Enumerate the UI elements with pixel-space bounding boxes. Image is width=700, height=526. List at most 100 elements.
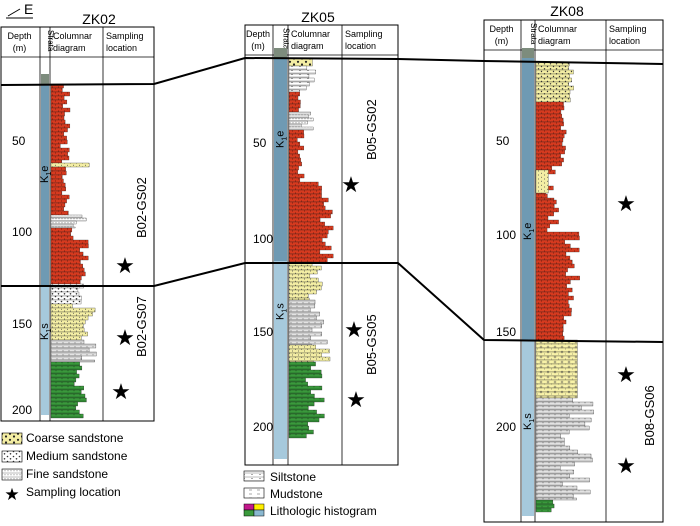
header-columnar: Columnar <box>291 29 330 39</box>
lithology-bar <box>535 507 552 513</box>
depth-tick-200: 200 <box>496 420 516 434</box>
depth-tick-50: 50 <box>496 134 510 148</box>
lithology-bar <box>535 69 574 75</box>
lithology-bar <box>288 413 325 419</box>
lithology-bar <box>50 111 65 117</box>
lithology-bar <box>288 331 322 337</box>
lithology-bar <box>535 133 565 139</box>
lithology-bar <box>535 193 548 199</box>
lithology-bar <box>50 99 68 105</box>
lithology-bar <box>50 202 66 208</box>
lithology-bar <box>535 311 572 317</box>
lithology-bar <box>50 319 86 325</box>
lithology-bar <box>50 220 77 225</box>
lithology-bar <box>50 214 83 219</box>
lithology-bar <box>50 210 69 216</box>
lithology-bar <box>288 209 333 215</box>
strata-label-1: K1s <box>522 413 536 430</box>
lithology-bar <box>535 207 559 213</box>
lithology-bar <box>535 371 578 377</box>
lithology-bar <box>288 289 317 295</box>
lithology-bar <box>535 203 555 209</box>
lithology-bar <box>288 433 307 439</box>
lithology-bar <box>50 231 71 237</box>
lithology-bar <box>50 267 85 273</box>
lithology-bar <box>535 363 578 369</box>
borehole-frame <box>483 19 664 523</box>
lithology-bar <box>535 101 564 107</box>
lithology-bar <box>535 113 562 119</box>
lithology-bar <box>535 137 564 143</box>
lithology-bar <box>50 389 82 395</box>
lithology-bar <box>50 217 87 222</box>
lithology-bar <box>535 473 570 479</box>
lithology-bar <box>535 367 578 373</box>
lithology-bar <box>288 249 321 255</box>
sampling-star-icon: ★ <box>346 387 366 412</box>
lithology-bar <box>535 469 574 475</box>
lithology-bar <box>535 161 562 167</box>
lithology-bar <box>288 385 323 391</box>
lithology-bar <box>535 267 568 273</box>
lithology-bar <box>535 395 578 399</box>
lithology-bar <box>50 251 84 257</box>
lithology-bar <box>535 231 580 237</box>
lithology-bar <box>535 117 564 123</box>
lithology-bar <box>288 149 299 155</box>
lithology-bar <box>535 493 574 499</box>
lithology-bar <box>288 161 302 167</box>
lithology-bar <box>288 381 308 387</box>
lithology-bar <box>535 165 553 171</box>
lithology-bar <box>50 198 67 204</box>
lithology-bar <box>50 279 81 285</box>
lithology-bar <box>288 77 315 83</box>
lithology-bar <box>288 126 314 131</box>
lithology-bar <box>288 299 316 305</box>
lithology-bar <box>50 186 66 192</box>
strata-label-1: K1s <box>275 303 289 320</box>
lithology-bar <box>288 85 307 91</box>
strata-unit-e <box>41 74 49 287</box>
borehole-title: ZK08 <box>550 3 584 19</box>
lithology-bar <box>288 237 323 243</box>
lithology-bar <box>50 139 68 145</box>
lithology-bar <box>288 417 320 423</box>
lithology-bar <box>50 247 80 253</box>
lithology-bar <box>535 197 555 201</box>
lithology-bar <box>50 373 80 379</box>
sampling-star-icon: ★ <box>111 379 131 404</box>
lithology-bar <box>288 213 331 219</box>
lithology-bar <box>535 85 574 91</box>
lithology-bar <box>50 239 89 245</box>
lithology-bar <box>288 327 313 333</box>
header-depth-unit: (m) <box>13 43 27 53</box>
header-depth: Depth <box>7 31 31 41</box>
legend-swatch-2 <box>1 468 23 481</box>
lithology-bar <box>288 348 330 354</box>
lithology-bar <box>288 205 326 211</box>
lithology-bar <box>535 121 564 127</box>
sample-label: B05-GS02 <box>364 99 379 160</box>
strata-unit-s <box>522 340 534 516</box>
lithology-bar <box>535 351 578 357</box>
lithology-bar <box>50 91 70 97</box>
lithology-bar <box>535 335 565 341</box>
lithology-bar <box>50 331 88 337</box>
header-columnar: Columnar <box>53 31 92 41</box>
direction-label: E <box>24 1 33 17</box>
lithology-bar <box>50 135 67 141</box>
lithology-bar <box>535 375 578 381</box>
lithology-bar <box>288 429 314 435</box>
strata-top-cap <box>522 48 534 58</box>
lithology-bar <box>50 323 84 329</box>
lithology-bar <box>535 287 573 293</box>
lithology-bar <box>535 255 571 261</box>
lithology-bar <box>288 421 308 427</box>
lithology-bar <box>288 405 309 411</box>
legend-label-2: Fine sandstone <box>26 467 108 481</box>
lithology-bar <box>50 365 83 371</box>
lithology-bar <box>50 397 87 403</box>
lithology-bar <box>50 107 71 113</box>
lithology-bar <box>535 327 564 333</box>
